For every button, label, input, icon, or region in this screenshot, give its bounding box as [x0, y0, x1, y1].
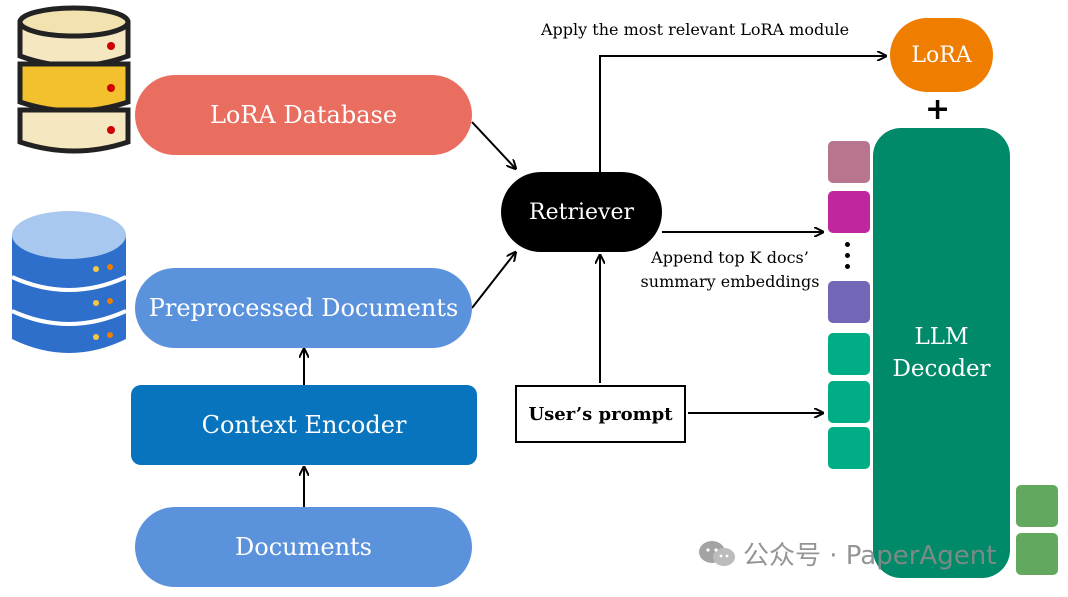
retriever-node: Retriever	[501, 172, 662, 252]
append-docs-label-line2: summary embeddings	[640, 272, 820, 291]
prompt-token-block	[828, 427, 870, 469]
append-docs-label: Append top K docs’ summary embeddings	[630, 246, 830, 294]
doc-embedding-block	[828, 191, 870, 233]
users-prompt-node: User’s prompt	[515, 385, 686, 443]
doc-embedding-block	[828, 281, 870, 323]
doc-embedding-block	[828, 141, 870, 183]
documents-node: Documents	[135, 507, 472, 587]
apply-lora-label: Apply the most relevant LoRA module	[541, 20, 850, 39]
output-token-block	[1016, 533, 1058, 575]
preprocessed-documents-node: Preprocessed Documents	[135, 268, 472, 348]
context-encoder-node: Context Encoder	[131, 385, 477, 465]
append-docs-label-line1: Append top K docs’	[651, 248, 809, 267]
lora-database-node: LoRA Database	[135, 75, 472, 155]
wechat-icon	[699, 540, 735, 566]
plus-sign: +	[925, 92, 951, 127]
llm-decoder-label-line2: Decoder	[892, 356, 991, 382]
watermark: 公众号 · PaperAgent	[697, 535, 996, 572]
documents-database-cylinder-icon	[11, 211, 127, 353]
prompt-token-block	[828, 381, 870, 423]
ellipsis-dots	[845, 242, 851, 269]
llm-decoder-node: LLM Decoder	[873, 128, 1010, 578]
watermark-text: 公众号 · PaperAgent	[743, 541, 997, 571]
lora-database-cylinder-icon	[17, 5, 131, 154]
lora-node: LoRA	[890, 18, 993, 92]
output-token-block	[1016, 485, 1058, 527]
llm-decoder-label-line1: LLM	[914, 324, 969, 350]
prompt-token-block	[828, 333, 870, 375]
